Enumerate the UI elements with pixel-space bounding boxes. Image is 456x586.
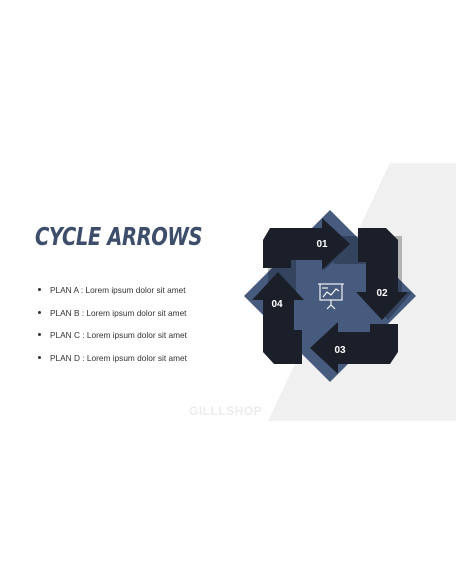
arrow-03: [310, 322, 398, 374]
plan-list: PLAN A : Lorem ipsum dolor sit amet PLAN…: [38, 282, 187, 372]
bullet-dot: [38, 288, 41, 291]
arrow-02: [356, 228, 408, 320]
plan-item: PLAN A : Lorem ipsum dolor sit amet: [38, 282, 187, 305]
plan-text: PLAN D : Lorem ipsum dolor sit amet: [50, 352, 187, 363]
arrow-01-label: 01: [316, 239, 328, 250]
plan-text: PLAN C : Lorem ipsum dolor sit amet: [50, 330, 187, 341]
arrow-04: [252, 272, 304, 364]
arrow-03-label: 03: [334, 345, 346, 356]
bullet-dot: [38, 333, 41, 337]
slide-title: CYCLE ARROWS: [35, 222, 203, 251]
arrow-01: [263, 218, 350, 270]
presentation-chart-icon: [318, 283, 344, 310]
plan-item: PLAN C : Lorem ipsum dolor sit amet: [38, 327, 187, 350]
plan-text: PLAN B : Lorem ipsum dolor sit amet: [50, 307, 187, 318]
bullet-dot: [38, 310, 41, 314]
plan-item: PLAN D : Lorem ipsum dolor sit amet: [38, 350, 187, 373]
arrow-02-label: 02: [376, 288, 388, 299]
watermark: GILLLSHOP: [189, 404, 263, 418]
plan-text: PLAN A : Lorem ipsum dolor sit amet: [50, 285, 186, 295]
arrow-04-label: 04: [271, 299, 283, 310]
plan-item: PLAN B : Lorem ipsum dolor sit amet: [38, 305, 187, 328]
bullet-dot: [38, 355, 41, 359]
